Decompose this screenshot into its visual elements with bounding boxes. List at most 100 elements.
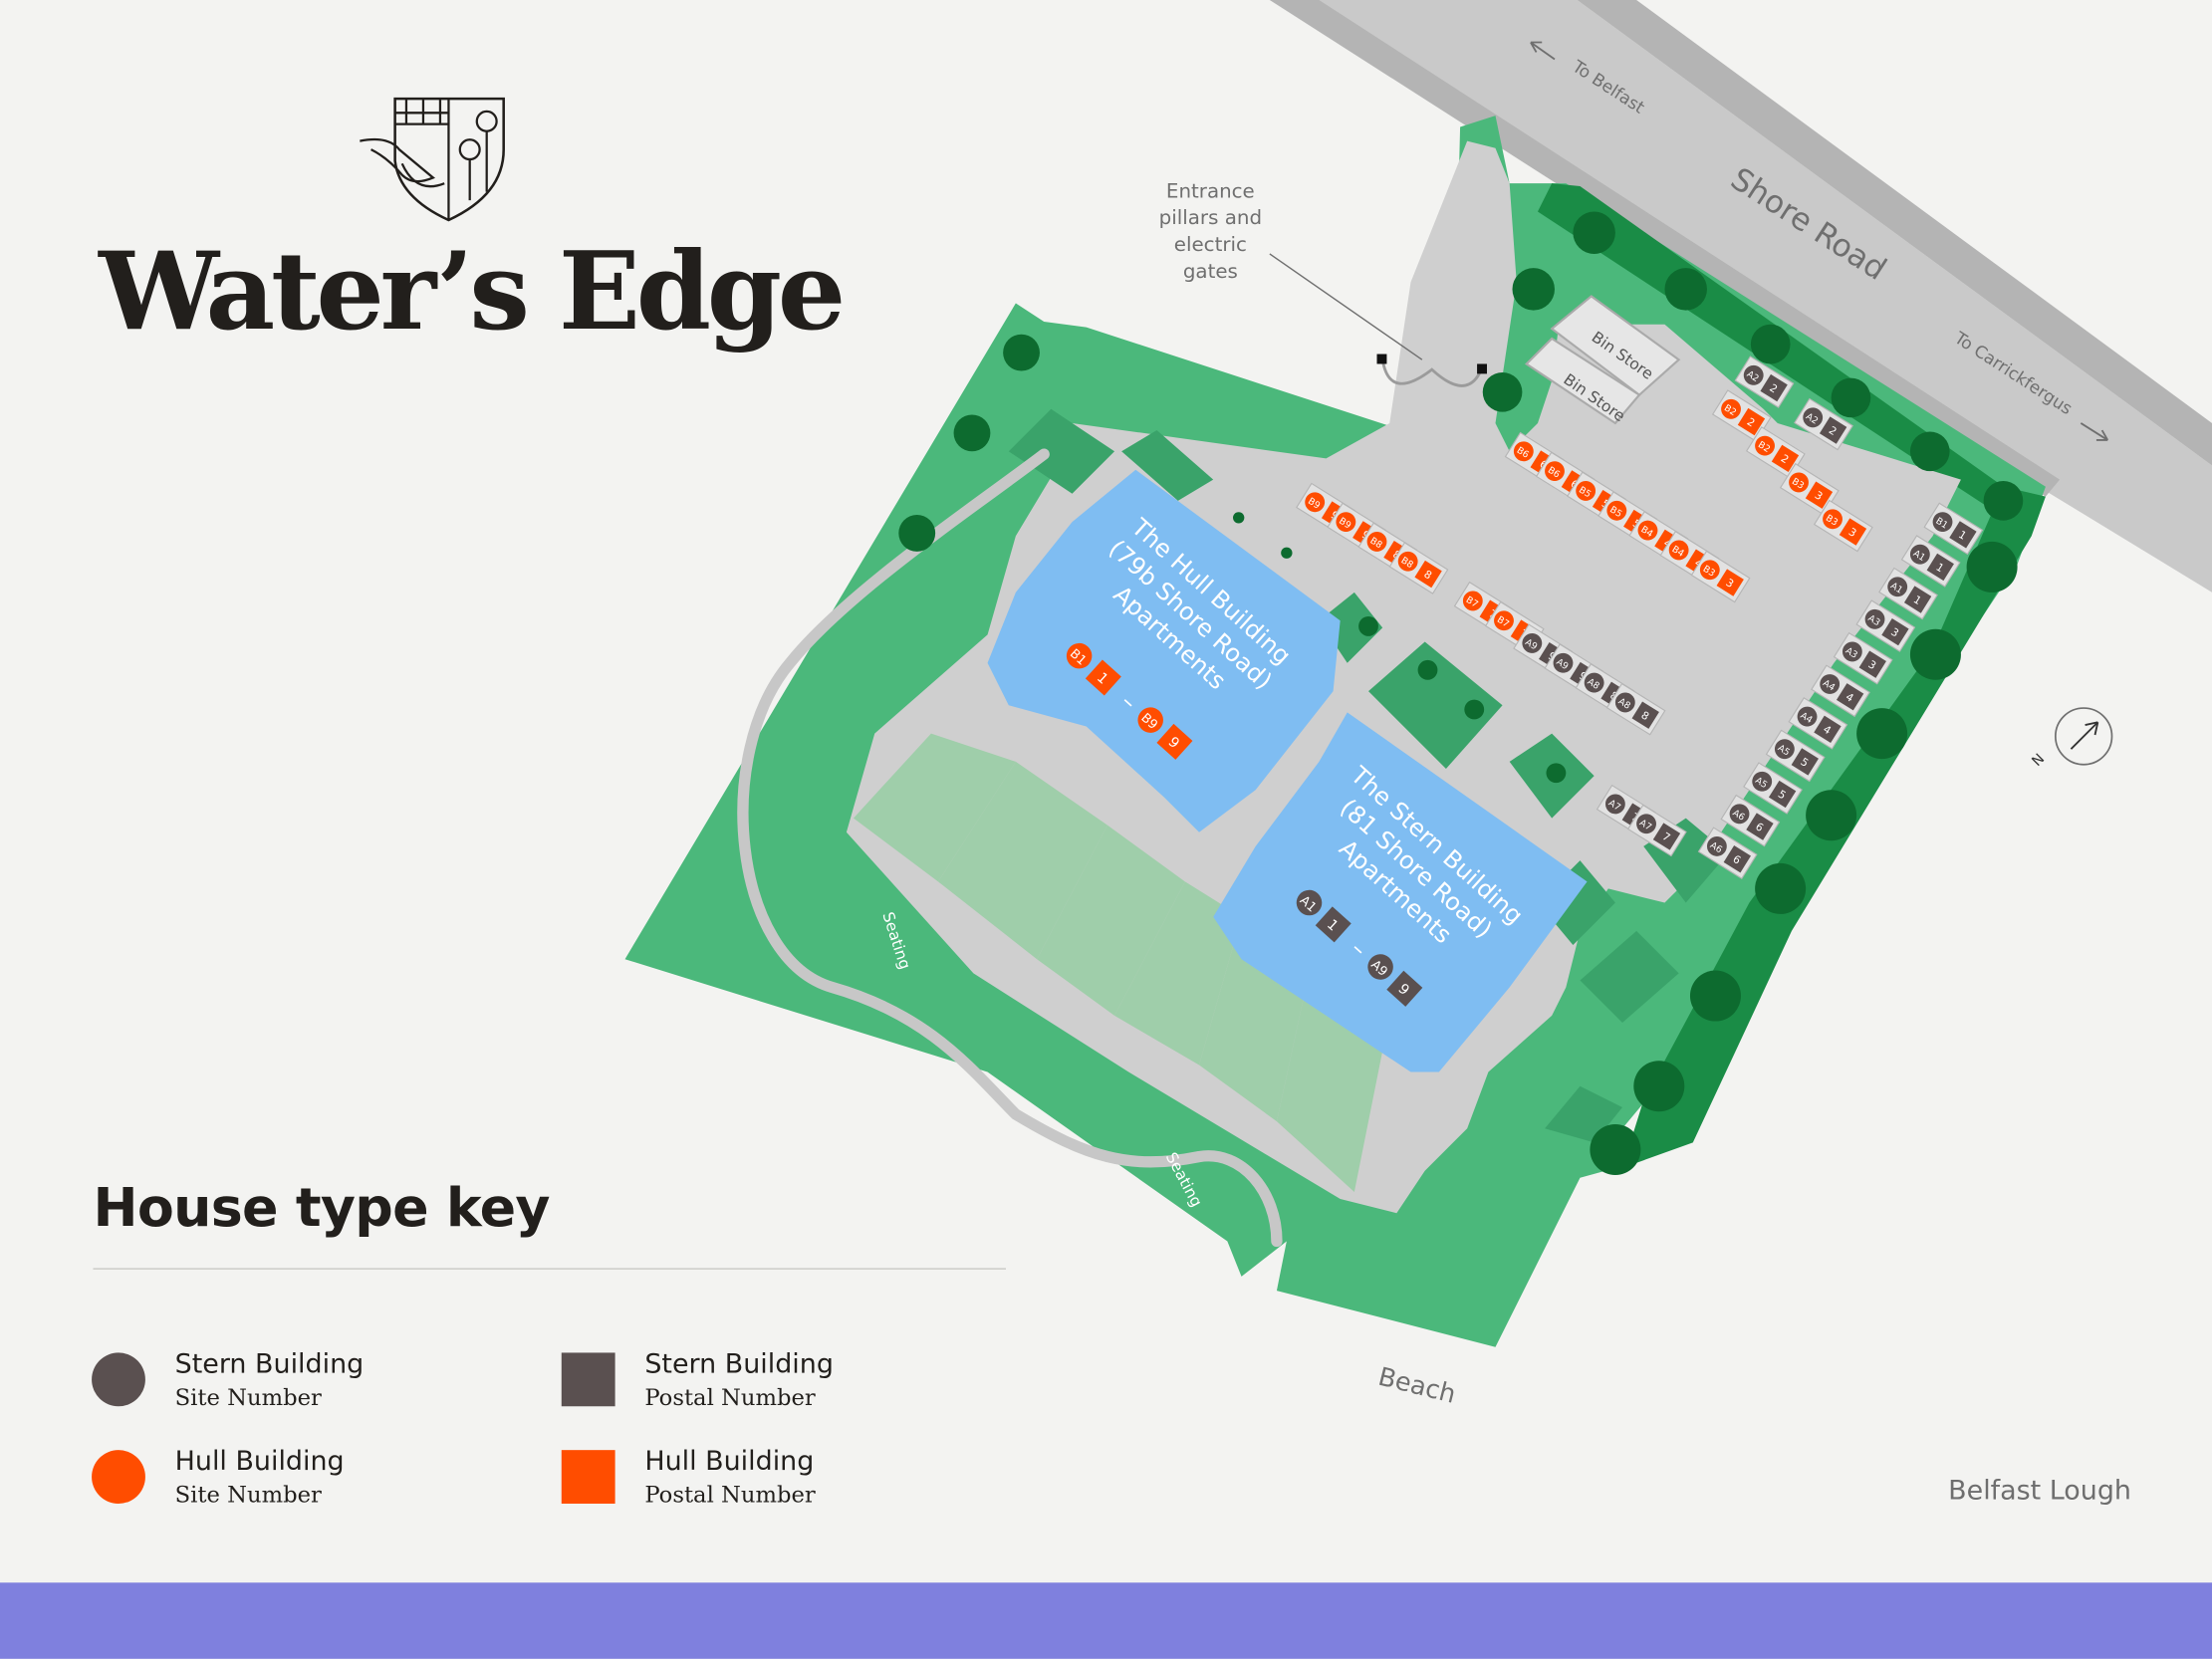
parking-bay-stern-row-2-2[interactable]: A77: [1626, 804, 1687, 857]
bay-site-marker: [1699, 560, 1720, 581]
shrub-1: [1233, 512, 1245, 524]
entrance-note: Entrance pillars and electric gates: [1159, 179, 1423, 360]
bay-postal-marker: [1926, 553, 1954, 582]
brand-title: Water’s Edge: [99, 228, 846, 355]
arrow-left-icon: [1530, 41, 1556, 61]
shrub-2: [1281, 547, 1293, 559]
bay-site-number: A8: [1616, 696, 1632, 712]
hull-postal-swatch: [561, 1450, 615, 1504]
key-hull-site-sub: Site Number: [174, 1481, 322, 1509]
parking-bay-east-row-1[interactable]: B11: [1923, 502, 1984, 556]
bay-postal-marker: [1903, 586, 1932, 613]
parking-bay-north-hull-1[interactable]: B22: [1711, 389, 1772, 442]
tree-5: [1512, 268, 1555, 311]
parking-bay-hull-row-2-4[interactable]: B88: [1388, 542, 1449, 594]
parking-bay-east-row-6[interactable]: A44: [1811, 664, 1870, 718]
tree-9: [1909, 431, 1950, 472]
bay-postal-marker: [1836, 683, 1864, 711]
bay-postal-marker: [1791, 748, 1819, 776]
entrance-note-line-2: pillars and: [1159, 206, 1262, 229]
parking-bay-east-row-7[interactable]: A44: [1788, 697, 1848, 750]
tree-13: [1909, 628, 1961, 680]
bay-site-marker: [1614, 692, 1635, 713]
bay-site-number: B4: [1670, 544, 1686, 560]
bay-site-marker: [1909, 544, 1930, 565]
arrow-right-icon: [2080, 422, 2109, 441]
bay-postal-marker: [1768, 780, 1797, 809]
bay-postal-marker: [1716, 569, 1744, 596]
tree-15: [1806, 790, 1857, 841]
bay-postal-marker: [1746, 813, 1774, 840]
parking-bay-north-stern-2[interactable]: A22: [1794, 397, 1853, 451]
bay-site-marker: [1513, 441, 1534, 462]
tree-11: [1482, 371, 1523, 412]
key-hull-postal-name: Hull Building: [644, 1445, 815, 1478]
bay-site-marker: [1305, 492, 1326, 513]
bay-site-marker: [1755, 435, 1775, 456]
tree-18: [1633, 1061, 1685, 1112]
bay-postal-marker: [1819, 416, 1847, 444]
parking-bay-east-row-8[interactable]: A55: [1765, 729, 1826, 783]
house-type-key-title: House type key: [93, 1176, 550, 1239]
bay-postal-marker: [1814, 715, 1842, 744]
parking-bay-east-row-9[interactable]: A55: [1743, 762, 1803, 815]
parking-bay-east-row-5[interactable]: A33: [1833, 631, 1893, 685]
bay-site-marker: [1789, 472, 1809, 493]
bay-site-number: A6: [1731, 808, 1747, 824]
parking-bay-east-row-2[interactable]: A11: [1900, 535, 1961, 588]
entrance-note-line-1: Entrance: [1166, 179, 1255, 202]
bay-postal-marker: [1414, 560, 1442, 589]
bay-site-number: B3: [1701, 564, 1717, 580]
bay-site-number: A3: [1866, 612, 1882, 628]
bay-site-number: B7: [1495, 614, 1511, 630]
parking-bay-hull-row-1-7[interactable]: B33: [1690, 550, 1751, 603]
bay-site-marker: [1366, 532, 1387, 552]
tree-19: [1590, 1123, 1641, 1175]
tree-6: [1664, 268, 1707, 311]
key-hull-site-name: Hull Building: [174, 1445, 345, 1478]
bay-site-number: B5: [1577, 485, 1593, 501]
bay-site-number: A7: [1606, 798, 1622, 814]
parking-bay-east-row-10[interactable]: A66: [1720, 794, 1781, 847]
tree-7: [1750, 324, 1791, 364]
bay-site-number: B7: [1464, 594, 1480, 610]
parking-bay-east-row-11[interactable]: A66: [1697, 827, 1758, 879]
bay-site-number: A3: [1843, 645, 1859, 661]
bay-postal-marker: [1949, 521, 1977, 549]
bay-site-marker: [1729, 804, 1750, 825]
stern-postal-swatch: [561, 1352, 615, 1407]
bay-site-marker: [1932, 512, 1953, 533]
parking-bay-north-stern-1[interactable]: A22: [1734, 356, 1795, 408]
bay-site-marker: [1864, 608, 1885, 629]
bay-site-marker: [1637, 520, 1658, 541]
bay-site-marker: [1668, 540, 1689, 561]
bay-site-number: A5: [1753, 775, 1769, 791]
bay-site-marker: [1336, 512, 1356, 533]
bay-postal-marker: [1881, 617, 1909, 646]
bay-site-number: B3: [1824, 513, 1840, 529]
parking-bay-north-hull-3[interactable]: B33: [1779, 462, 1840, 516]
parking-bay-north-hull-4[interactable]: B33: [1813, 499, 1873, 553]
parking-bay-east-row-3[interactable]: A11: [1878, 567, 1938, 620]
bay-site-number: B9: [1337, 516, 1352, 532]
parking-bay-north-hull-2[interactable]: B22: [1745, 426, 1806, 479]
beach-label: Beach: [1375, 1362, 1459, 1410]
footer-bar: [0, 1582, 2212, 1659]
bay-site-marker: [1743, 364, 1764, 385]
crest-logo-icon: [360, 97, 505, 222]
tree-17: [1689, 970, 1741, 1022]
key-stern-site-name: Stern Building: [174, 1348, 365, 1380]
bay-site-marker: [1604, 794, 1625, 815]
parking-bay-stern-row-1-4[interactable]: A88: [1605, 682, 1666, 736]
key-stern-postal-name: Stern Building: [644, 1348, 834, 1380]
parking-bay-east-row-4[interactable]: A33: [1855, 599, 1916, 652]
bay-postal-marker: [1760, 373, 1788, 402]
bay-site-marker: [1553, 652, 1574, 673]
bay-postal-marker: [1839, 518, 1867, 546]
bay-site-number: B6: [1515, 445, 1531, 461]
bin-store[interactable]: [1524, 295, 1681, 425]
bay-site-marker: [1397, 551, 1418, 572]
bay-site-number: A6: [1708, 840, 1724, 856]
bay-site-marker: [1842, 641, 1862, 662]
